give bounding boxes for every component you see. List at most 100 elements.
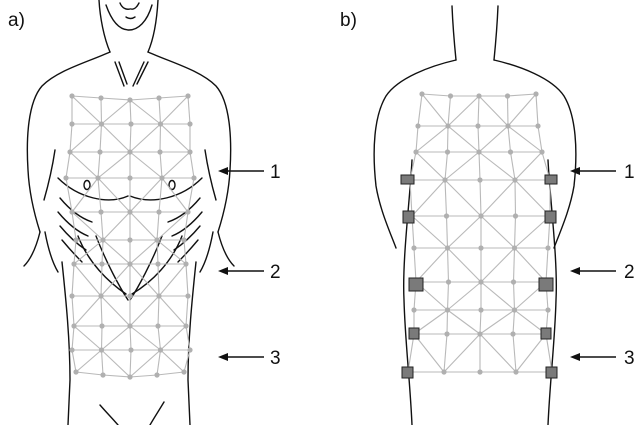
mesh-edge [72, 326, 74, 350]
electrode [546, 367, 557, 378]
mesh-node [181, 237, 186, 242]
mesh-node [545, 245, 550, 250]
front-mesh [63, 93, 196, 379]
mesh-node [127, 374, 132, 379]
mesh-edge [448, 282, 482, 310]
mesh-node [127, 209, 132, 214]
mesh-node [415, 123, 420, 128]
mesh-edge [422, 94, 448, 126]
mesh-node [441, 369, 446, 374]
mesh-edge [448, 216, 482, 248]
mesh-node [444, 331, 449, 336]
mesh-node [127, 97, 132, 102]
mesh-edge [515, 180, 516, 216]
mesh-node [100, 372, 105, 377]
mesh-node [183, 261, 188, 266]
mesh-node [155, 323, 160, 328]
mesh-node [127, 149, 132, 154]
mesh-edge [70, 152, 98, 178]
electrode [539, 278, 553, 291]
mesh-edge [161, 96, 189, 124]
mesh-edge [98, 152, 130, 178]
mesh-edge [101, 264, 130, 296]
mesh-node [191, 175, 196, 180]
mesh-node [445, 245, 450, 250]
mesh-edge [448, 248, 482, 282]
mesh-edge [76, 372, 103, 375]
mesh-edge [515, 216, 516, 248]
mesh-edge [101, 98, 130, 100]
marker-label-3: 3 [270, 348, 281, 369]
mesh-edge [445, 180, 447, 216]
mesh-edge [159, 296, 186, 326]
mesh-edge [130, 350, 131, 377]
mesh-edge [414, 248, 416, 282]
mesh-node [154, 237, 159, 242]
mesh-edge [70, 124, 102, 152]
panel-label-b: b) [340, 10, 357, 31]
mesh-node [98, 209, 103, 214]
mesh-node [411, 245, 416, 250]
mesh-edge [72, 264, 74, 296]
mesh-edge [161, 124, 191, 152]
mesh-node [100, 237, 105, 242]
mesh-edge [445, 152, 448, 180]
marker-label-3: 3 [624, 348, 635, 369]
mesh-edge [158, 326, 161, 350]
mesh-node [156, 209, 161, 214]
electrode [403, 211, 414, 223]
mesh-node [185, 93, 190, 98]
electrode [402, 367, 413, 378]
mesh-edge [101, 212, 103, 240]
mesh-edge [513, 310, 515, 334]
mesh-edge [66, 152, 70, 178]
mesh-edge [481, 248, 515, 282]
mesh-node [444, 213, 449, 218]
mesh-node [185, 209, 190, 214]
mesh-edge [447, 216, 448, 248]
mesh-node [478, 245, 483, 250]
front-arrow-2: 2 [218, 262, 281, 283]
mesh-node [156, 293, 161, 298]
mesh-edge [157, 240, 158, 264]
mesh-node [73, 237, 78, 242]
mesh-edge [101, 296, 130, 326]
mesh-node [478, 307, 483, 312]
mesh-node [155, 261, 160, 266]
electrode [401, 175, 414, 184]
mesh-edge [408, 334, 414, 372]
mesh-edge [186, 296, 188, 326]
mesh-edge [101, 98, 102, 124]
mesh-edge [130, 326, 161, 350]
electrode [409, 328, 419, 339]
mesh-edge [508, 96, 509, 126]
mesh-node [445, 307, 450, 312]
mesh-edge [481, 180, 515, 216]
mesh-edge [448, 310, 481, 334]
mesh-node [69, 121, 74, 126]
mesh-node [478, 279, 483, 284]
mesh-edge [516, 334, 546, 372]
mesh-node [413, 149, 418, 154]
mesh-node [510, 331, 515, 336]
mesh-node [183, 323, 188, 328]
mesh-edge [101, 296, 102, 326]
mesh-edge [157, 350, 161, 375]
mesh-node [99, 261, 104, 266]
mesh-edge [130, 375, 157, 377]
electrode [409, 278, 423, 291]
mesh-node [127, 237, 132, 242]
mesh-node [69, 209, 74, 214]
mesh-node [71, 323, 76, 328]
mesh-edge [130, 264, 159, 296]
mesh-edge [188, 96, 190, 124]
mesh-node [442, 177, 447, 182]
mesh-node [512, 177, 517, 182]
mesh-edge [447, 310, 448, 334]
marker-label-1: 1 [270, 162, 281, 183]
mesh-edge [159, 264, 186, 296]
mesh-edge [514, 248, 515, 282]
mesh-node [512, 307, 517, 312]
mesh-node [187, 121, 192, 126]
